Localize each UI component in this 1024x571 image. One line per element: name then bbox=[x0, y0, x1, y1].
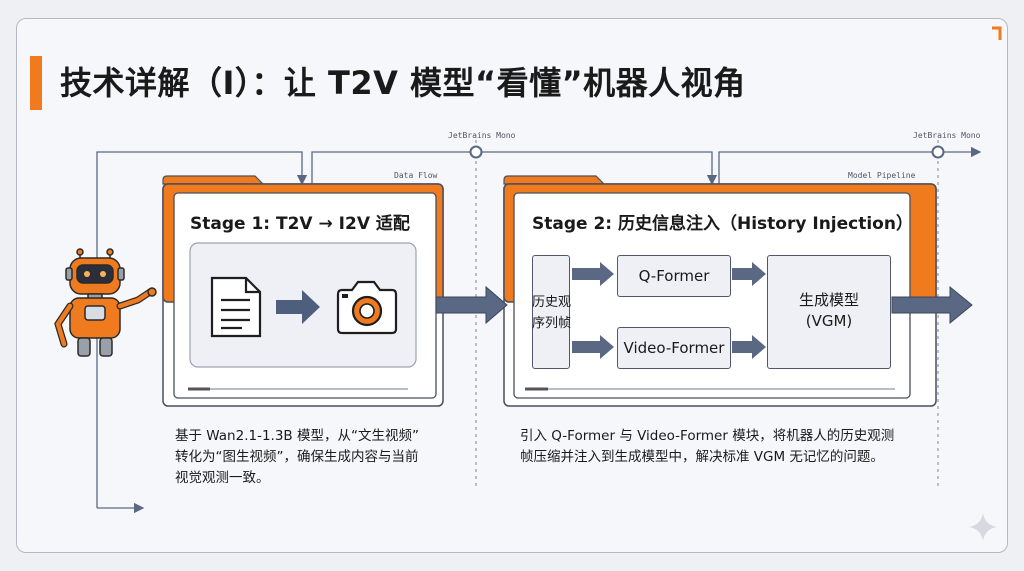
stage2-inner-arrows bbox=[572, 262, 766, 359]
history-frames-label: 历史观 序列帧 bbox=[532, 292, 572, 334]
qformer-label: Q-Former bbox=[638, 267, 710, 285]
vgm-box bbox=[767, 255, 891, 369]
stage1-caption: 基于 Wan2.1-1.3B 模型，从“文生视频” 转化为“图生视频”，确保生成… bbox=[175, 426, 419, 489]
vgm-label: 生成模型 (VGM) bbox=[767, 290, 891, 332]
sparkle-icon bbox=[969, 513, 997, 541]
history-label-line2: 序列帧 bbox=[532, 316, 572, 331]
stage1-title: Stage 1: T2V → I2V 适配 bbox=[190, 214, 410, 234]
camera-icon bbox=[336, 280, 398, 335]
stage2-caption-line2: 帧压缩并注入到生成模型中，解决标准 VGM 无记忆的问题。 bbox=[520, 449, 884, 465]
vgm-label-line2: (VGM) bbox=[805, 312, 853, 330]
stage2-caption-line1: 引入 Q-Former 与 Video-Former 模块，将机器人的历史观测 bbox=[520, 428, 895, 444]
font-label-right: JetBrains Mono bbox=[913, 131, 981, 140]
stage1-caption-line3: 视觉观测一致。 bbox=[175, 470, 270, 486]
page-title: 技术详解（I）：让 T2V 模型“看懂”机器人视角 bbox=[60, 64, 746, 102]
stage1-caption-line2: 转化为“图生视频”，确保生成内容与当前 bbox=[175, 449, 419, 465]
stage2-caption: 引入 Q-Former 与 Video-Former 模块，将机器人的历史观测 … bbox=[520, 426, 894, 468]
history-frames-box bbox=[532, 255, 570, 369]
node-dot-left bbox=[469, 145, 483, 159]
arrow-vgm-out bbox=[891, 285, 973, 325]
title-accent-bar bbox=[30, 56, 42, 110]
model-pipeline-label: Model Pipeline bbox=[848, 171, 916, 180]
stage2-title: Stage 2: 历史信息注入（History Injection） bbox=[532, 214, 913, 234]
arrow-right-icon bbox=[276, 290, 320, 324]
node-dot-right bbox=[931, 145, 945, 159]
arrow-stage1-to-stage2 bbox=[435, 285, 508, 325]
videoformer-box bbox=[617, 327, 731, 369]
qformer-box bbox=[617, 255, 731, 297]
font-label-left: JetBrains Mono bbox=[448, 131, 516, 140]
vgm-label-line1: 生成模型 bbox=[798, 291, 859, 309]
document-icon bbox=[210, 276, 262, 338]
videoformer-label: Video-Former bbox=[623, 339, 725, 357]
history-label-line1: 历史观 bbox=[532, 295, 572, 310]
data-flow-label: Data Flow bbox=[394, 171, 438, 180]
robot-icon bbox=[54, 248, 157, 357]
stage1-caption-line1: 基于 Wan2.1-1.3B 模型，从“文生视频” bbox=[175, 428, 419, 444]
corner-decoration bbox=[992, 26, 1002, 40]
